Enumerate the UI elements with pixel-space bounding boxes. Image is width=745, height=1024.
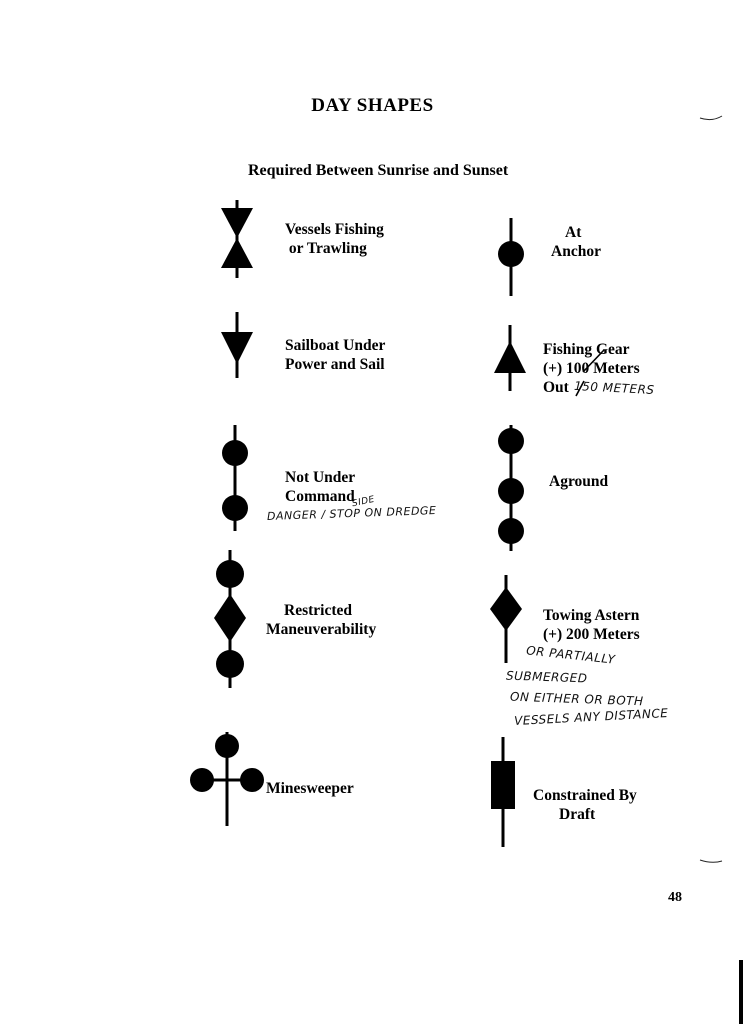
sailboat-day-shape-icon <box>221 312 253 378</box>
page-number: 48 <box>668 890 682 905</box>
fishing-label-line1: Vessels Fishing <box>285 221 384 238</box>
restricted-maneuverability-label: Restricted Maneuverability <box>266 601 376 639</box>
restricted-line1: Restricted <box>284 602 352 619</box>
sailboat-label: Sailboat Under Power and Sail <box>285 336 385 374</box>
not-under-command-day-shape-icon <box>222 425 248 531</box>
constrained-line2: Draft <box>559 806 596 823</box>
anchor-line2: Anchor <box>551 243 601 260</box>
fishing-gear-label: Fishing Gear (+) 100 Meters Out <box>543 340 640 397</box>
scan-mark-top-right <box>699 115 723 121</box>
sailboat-label-line1: Sailboat Under <box>285 337 386 354</box>
constrained-by-draft-day-shape-icon <box>491 737 515 847</box>
scan-edge-bar <box>739 960 743 1024</box>
fishing-label-line2: or Trawling <box>285 240 367 257</box>
towing-day-shape-icon <box>490 575 522 663</box>
not-under-command-line1: Not Under <box>285 469 356 486</box>
strike-mark-100 <box>582 349 605 373</box>
minesweeper-label: Minesweeper <box>266 780 354 797</box>
aground-label: Aground <box>549 473 609 490</box>
restricted-line2: Maneuverability <box>266 621 377 638</box>
minesweeper-day-shape-icon <box>190 732 264 826</box>
page-title: DAY SHAPES <box>311 95 434 116</box>
towing-line1: Towing Astern <box>543 607 640 624</box>
anchor-label: At Anchor <box>551 223 601 261</box>
towing-label: Towing Astern (+) 200 Meters <box>543 606 640 644</box>
aground-day-shape-icon <box>498 425 524 551</box>
not-under-command-line2: Command <box>285 488 355 505</box>
page-subtitle: Required Between Sunrise and Sunset <box>248 162 509 179</box>
fishing-gear-line3: Out <box>543 379 569 396</box>
constrained-line1: Constrained By <box>533 787 637 804</box>
fishing-gear-line1: Fishing Gear <box>543 341 630 358</box>
anchor-day-shape-icon <box>498 218 524 296</box>
fishing-gear-day-shape-icon <box>494 325 526 391</box>
anchor-line1: At <box>565 224 582 241</box>
constrained-by-draft-label: Constrained By Draft <box>533 786 637 824</box>
scan-mark-bottom-right <box>699 859 723 863</box>
sailboat-label-line2: Power and Sail <box>285 356 385 373</box>
fishing-day-shape-icon <box>221 200 253 278</box>
fishing-label: Vessels Fishing or Trawling <box>285 220 384 258</box>
restricted-maneuverability-day-shape-icon <box>214 550 246 688</box>
fishing-gear-line2: (+) 100 Meters <box>543 360 640 377</box>
strike-mark-out <box>575 380 585 397</box>
not-under-command-label: Not Under Command <box>285 468 355 506</box>
towing-line2: (+) 200 Meters <box>543 626 640 643</box>
